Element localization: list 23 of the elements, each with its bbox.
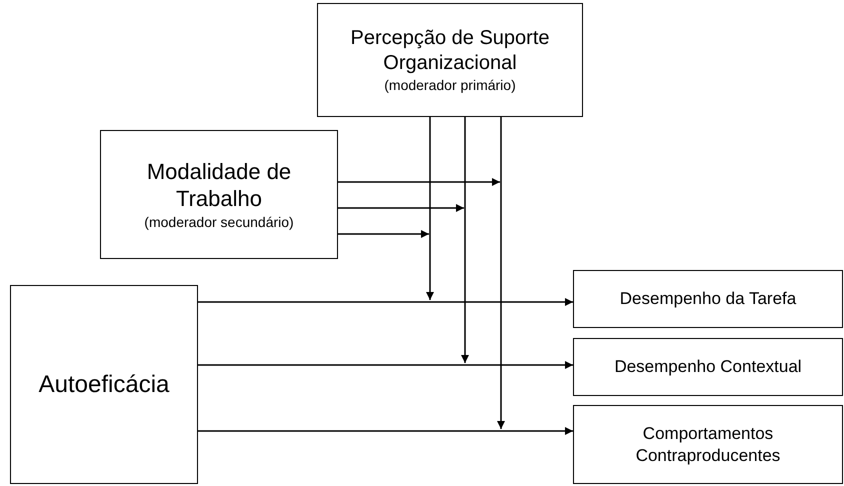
concept-title: Comportamentos Contraproducentes [634,423,782,466]
concept-title: Desempenho Contextual [613,356,803,378]
concept-title: Modalidade de Trabalho [146,158,292,213]
concept-box [573,405,843,484]
arrow [338,204,464,212]
concept-box [573,270,843,328]
concept-box [100,130,338,259]
concept-note: (moderador primário) [384,76,516,94]
arrow [338,178,500,186]
arrow [338,230,429,238]
arrow [426,117,434,300]
concept-box [10,285,198,484]
arrow [461,117,469,363]
concept-title: Autoeficácia [38,370,170,400]
concept-title: Desempenho da Tarefa [618,288,798,310]
concept-box [317,3,583,117]
concept-box [573,338,843,396]
arrow [198,298,573,306]
concept-title: Percepção de Suporte Organizacional [349,26,551,76]
arrow [198,361,573,369]
arrow [497,117,505,429]
arrow [198,427,573,435]
concept-note: (moderador secundário) [144,212,294,232]
